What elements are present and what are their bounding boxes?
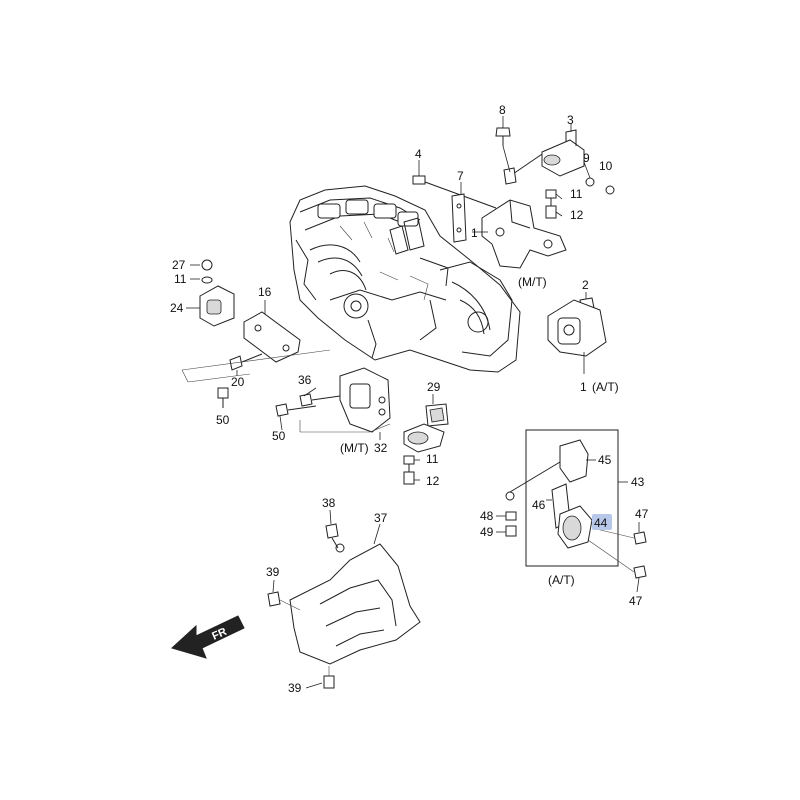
callout-46: 46	[532, 498, 546, 512]
callout-32: 32	[374, 441, 388, 455]
at-bracket-group	[547, 292, 607, 374]
callout-47-lower: 47	[629, 594, 643, 608]
callout-3: 3	[567, 113, 574, 127]
callout-16: 16	[258, 285, 272, 299]
callout-44-highlight	[592, 514, 612, 530]
callout-45: 45	[598, 453, 612, 467]
callout-11-upper: 11	[570, 187, 583, 201]
callout-20: 20	[231, 375, 245, 389]
callout-49: 49	[480, 525, 494, 539]
callout-4: 4	[415, 147, 422, 161]
callout-labels: 8 3 4 7 9 10 11 12 1 (M/T) 27 11 24 16 2…	[170, 103, 649, 695]
callout-9: 9	[583, 151, 590, 165]
callout-7: 7	[457, 169, 464, 183]
at-mount-box	[505, 429, 647, 579]
front-arrow-label: FR	[210, 626, 228, 643]
callout-2: 2	[582, 278, 589, 292]
note-mt-bottom: (M/T)	[340, 441, 369, 455]
callout-39-upper: 39	[266, 565, 280, 579]
lower-center-mount-group	[275, 367, 449, 485]
callout-47-upper: 47	[635, 507, 649, 521]
callout-27: 27	[172, 258, 186, 272]
leader-lines	[272, 193, 640, 689]
callout-24: 24	[170, 301, 184, 315]
callout-39-lower: 39	[288, 681, 302, 695]
callout-43: 43	[631, 475, 645, 489]
callout-37: 37	[374, 511, 388, 525]
left-mount-group	[181, 259, 331, 408]
callout-11-left: 11	[174, 272, 187, 286]
callout-50-left: 50	[216, 413, 230, 427]
callout-38: 38	[322, 496, 336, 510]
callout-11-lower: 11	[426, 452, 439, 466]
callout-12-upper: 12	[570, 208, 584, 222]
engine-transaxle-assembly	[289, 185, 521, 373]
callout-29: 29	[427, 380, 441, 394]
note-mt-top: (M/T)	[518, 275, 547, 289]
callout-10: 10	[599, 159, 613, 173]
callout-1-at: 1	[580, 380, 587, 394]
callout-1-mt: 1	[471, 226, 478, 240]
callout-50-lower: 50	[272, 429, 286, 443]
callout-48: 48	[480, 509, 494, 523]
upper-mount-group	[412, 116, 615, 269]
callout-12-lower: 12	[426, 474, 440, 488]
note-at-box: (A/T)	[548, 573, 575, 587]
note-at-bracket: (A/T)	[592, 380, 619, 394]
splash-shield-group	[267, 523, 421, 689]
callout-8: 8	[499, 103, 506, 117]
callout-44: 44	[594, 516, 608, 530]
front-direction-arrow: FR	[171, 615, 245, 659]
callout-36: 36	[298, 373, 312, 387]
